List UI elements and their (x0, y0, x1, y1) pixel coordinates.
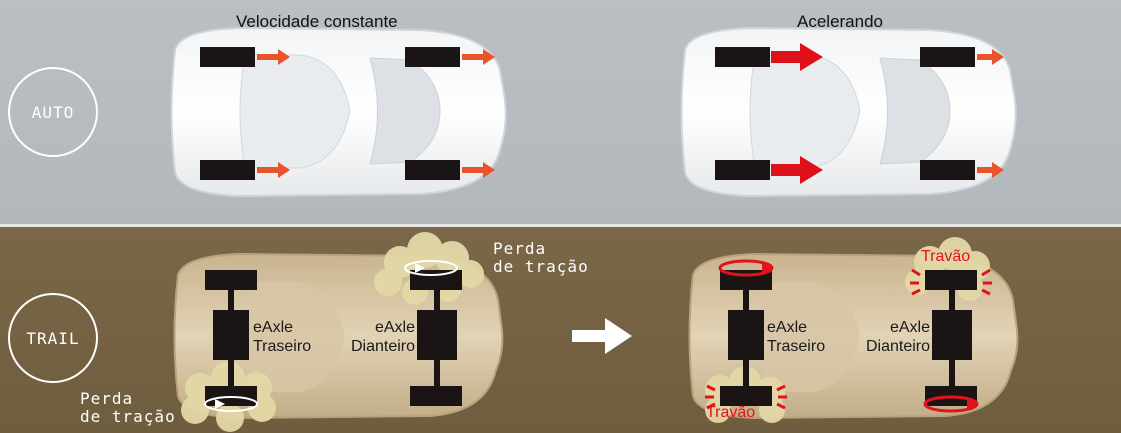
wheel (920, 47, 975, 67)
label-traction-loss-front: Perda de tração (493, 239, 589, 276)
wheel (410, 270, 462, 290)
wheel (715, 47, 770, 67)
front-eaxle-unit (417, 310, 457, 360)
wheel-spin-icon (204, 260, 458, 412)
boost-arrows (771, 43, 823, 184)
mode-badge-auto: AUTO (8, 67, 98, 157)
label-brake-front: Travão (921, 248, 971, 265)
wheel (720, 386, 772, 406)
drive-arrows (977, 49, 1004, 178)
mode-badge-trail: TRAIL (8, 293, 98, 383)
label-front-eaxle: eAxle Dianteiro (865, 319, 930, 355)
caption-constant-speed: Velocidade constante (236, 12, 398, 31)
drive-arrows (257, 49, 495, 178)
wheel (410, 386, 462, 406)
wheel (925, 270, 977, 290)
rear-eaxle-unit (728, 310, 764, 360)
wheel (920, 160, 975, 180)
rear-eaxle-unit (213, 310, 249, 360)
auto-car-accelerating (680, 26, 1017, 198)
auto-car-constant (170, 26, 507, 198)
wheel (205, 270, 257, 290)
wheel (715, 160, 770, 180)
wheel (405, 160, 460, 180)
label-brake-rear: Travão (706, 404, 756, 421)
wheel (405, 47, 460, 67)
wheel (200, 160, 255, 180)
front-eaxle-unit (932, 310, 972, 360)
caption-accelerating: Acelerando (797, 12, 884, 31)
brake-rays-icon (705, 268, 992, 410)
wheel (200, 47, 255, 67)
label-rear-eaxle: eAxle Traseiro (767, 319, 826, 355)
label-front-eaxle: eAxle Dianteiro (350, 319, 415, 355)
label-rear-eaxle: eAxle Traseiro (253, 319, 312, 355)
trail-car-slip (173, 232, 504, 432)
transition-arrow-icon (572, 318, 632, 354)
panel-divider (0, 224, 1121, 227)
label-traction-loss-rear: Perda de tração (80, 389, 176, 426)
trail-car-brake (688, 237, 1019, 423)
